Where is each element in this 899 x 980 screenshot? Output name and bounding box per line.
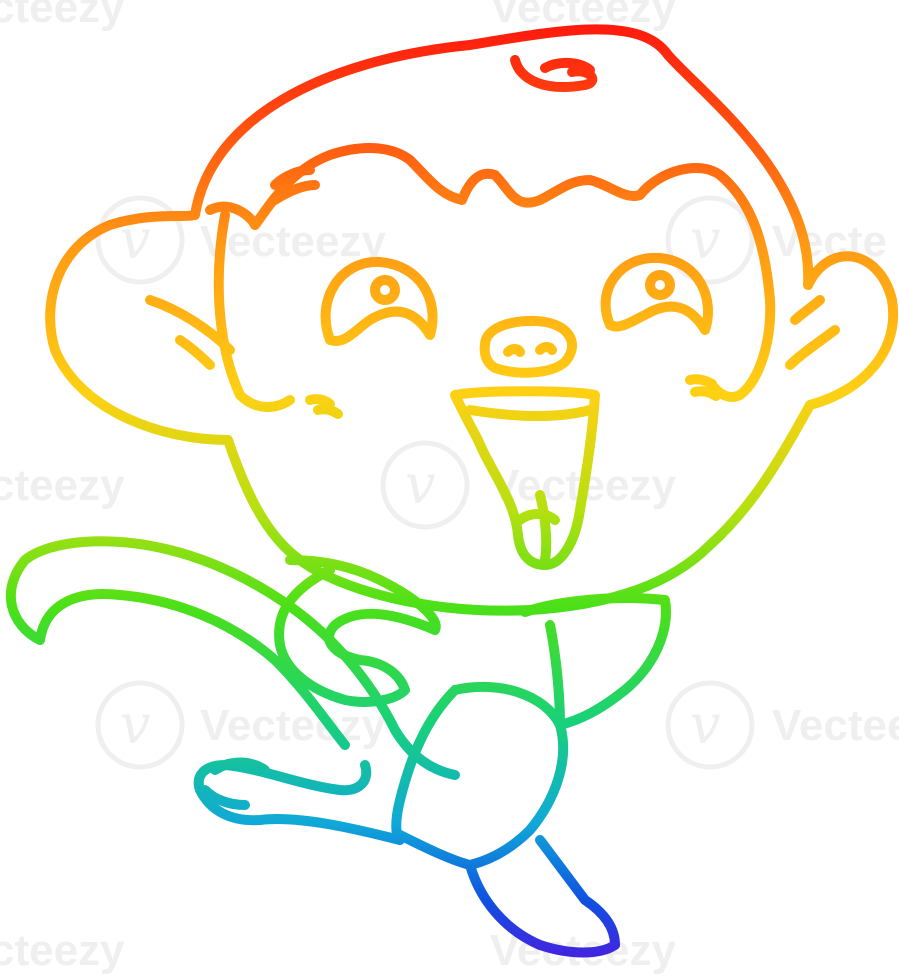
left-eye	[320, 256, 438, 346]
watermark-text: Vecteezy	[200, 701, 386, 750]
right-ear-inner	[785, 295, 840, 370]
front-leg	[395, 682, 620, 958]
watermark-logo-icon: v	[405, 453, 436, 516]
left-arm	[274, 555, 441, 707]
body	[520, 593, 671, 730]
hair-tuft	[510, 55, 598, 93]
watermark-text: Vecteezy	[772, 701, 899, 750]
watermark-text: cteezy	[0, 926, 125, 975]
watermark-logo-icon: v	[690, 693, 721, 756]
tail	[5, 536, 460, 780]
left-cheek-marks	[305, 394, 343, 419]
nose	[479, 315, 578, 378]
head-outline	[45, 24, 899, 616]
mouth	[450, 386, 600, 570]
right-cheek-marks	[685, 374, 721, 401]
watermark-text: cteezy	[0, 461, 125, 510]
hairline-strokes	[270, 165, 320, 205]
watermark-logo-icon	[665, 680, 755, 770]
back-foot	[200, 757, 270, 810]
watermark-text: cteezy	[0, 0, 125, 32]
watermark-logo-icon: v	[120, 693, 151, 756]
watermark-text: Vecteezy	[200, 217, 386, 266]
monkey-drawing	[5, 24, 899, 958]
watermark-logo-icon	[95, 680, 185, 770]
back-leg	[193, 685, 460, 845]
left-eye-pupil	[370, 275, 400, 305]
right-eye	[600, 252, 713, 335]
right-eye-pupil	[645, 270, 675, 300]
watermark-logo-icon: v	[690, 208, 721, 271]
watermark-logo-icon	[665, 195, 755, 285]
face-outline	[205, 143, 776, 412]
watermark-logo-icon	[95, 195, 185, 285]
watermark-logo-icon	[380, 440, 470, 530]
